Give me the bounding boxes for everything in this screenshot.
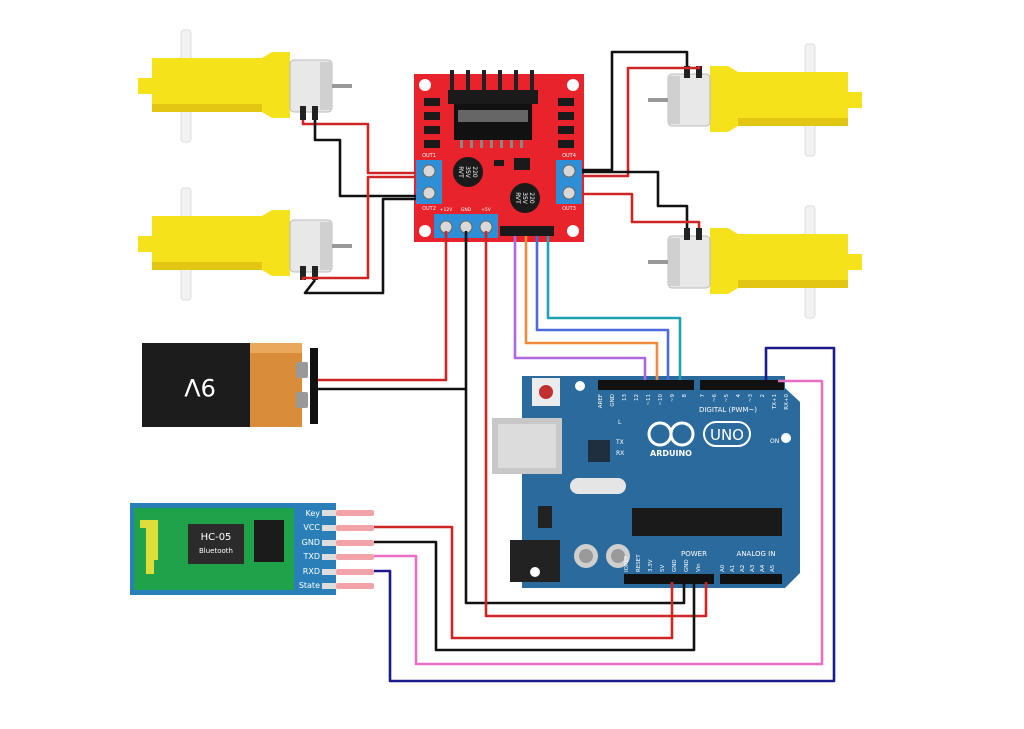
power-pin-labels: IOREF RESET 3.3V 5V GND GND Vin: [624, 554, 702, 572]
analog-pin-5: A5: [770, 564, 776, 572]
power-pin-4: GND: [672, 559, 678, 572]
wire-hc05-gnd: [374, 540, 696, 652]
cap1-line3: RVT: [457, 166, 464, 178]
digital-pin-5: ~10: [658, 394, 664, 406]
wire-motor-bl-black: [303, 197, 416, 295]
digital-pin-12: ~3: [748, 394, 754, 403]
l298n-driver: 220 35V RVT 220 35V RVT OUT1 OUT2 OUT4 O…: [414, 70, 584, 242]
out2-label: OUT2: [422, 206, 436, 212]
digital-label: DIGITAL (PWM~): [699, 406, 757, 414]
power-pin-0: IOREF: [624, 556, 630, 572]
hc05-pin-gnd: GND: [302, 538, 320, 547]
out1-label: OUT1: [422, 153, 436, 159]
hc05-pin-vcc: VCC: [303, 523, 320, 532]
wire-motor-bl-red: [301, 175, 416, 280]
hc05-pin-key: Key: [305, 509, 320, 518]
digital-pin-13: 2: [760, 394, 766, 398]
battery-9v: 9V: [142, 343, 318, 427]
digital-pin-9: ~6: [712, 394, 718, 403]
arduino-brand: ARDUINO: [650, 449, 692, 458]
hc05-pin-rxd: RXD: [303, 567, 320, 576]
power-pin-6: Vin: [696, 563, 702, 572]
wire-hc05-rxd: [374, 346, 836, 683]
digital-pin-4: ~11: [646, 394, 652, 406]
analog-pin-3: A3: [750, 564, 756, 572]
cap1-line2: 35V: [464, 166, 471, 179]
wire-motor-tl-red: [301, 120, 416, 175]
power-pin-5: GND: [684, 559, 690, 572]
out4-label: OUT4: [562, 153, 576, 159]
gnd-label: GND: [461, 207, 472, 213]
digital-pin-8: 7: [700, 394, 706, 398]
digital-pin-1: GND: [610, 394, 616, 407]
power-pin-3: 5V: [660, 565, 666, 572]
wire-hc05-vcc: [374, 525, 674, 640]
wire-in4-teal: [546, 236, 682, 380]
power-label: POWER: [681, 550, 707, 558]
analog-pin-labels: A0 A1 A2 A3 A4 A5: [720, 564, 776, 572]
digital-pin-labels: AREF GND 13 12 ~11 ~10 ~9 8 7 ~6 ~5 4 ~3 2 TX+1 RX+0: [598, 394, 790, 411]
led-tx: TX: [615, 439, 624, 446]
led-l: L: [618, 419, 622, 426]
analog-pin-0: A0: [720, 564, 726, 572]
hc05-subtitle: Bluetooth: [199, 547, 233, 555]
motor-bottom-left: [138, 187, 352, 301]
wire-in3-blue: [535, 236, 670, 380]
analog-pin-4: A4: [760, 564, 766, 572]
cap2-line1: 220: [528, 192, 535, 204]
wires: [301, 50, 836, 683]
power-pin-1: RESET: [636, 554, 642, 572]
wire-motor-tr-black: [582, 50, 689, 172]
digital-pin-3: 12: [634, 394, 640, 401]
cap1-line1: 220: [471, 166, 478, 178]
motor-top-right: [648, 43, 862, 157]
hc05-module: HC-05 Bluetooth Key VCC GND TXD RXD Stat…: [130, 503, 374, 595]
analog-pin-1: A1: [730, 565, 736, 572]
cap2-line2: 35V: [521, 192, 528, 205]
wire-battery-red: [318, 231, 448, 382]
wire-driver-5v-arduino: [484, 231, 708, 618]
v5-label: +5V: [481, 207, 492, 213]
led-rx: RX: [616, 450, 624, 457]
analog-label: ANALOG IN: [737, 550, 776, 558]
digital-pin-0: AREF: [598, 394, 604, 408]
digital-pin-2: 13: [622, 394, 628, 401]
digital-pin-14: TX+1: [772, 394, 778, 410]
wire-motor-tr-red: [582, 66, 701, 178]
analog-pin-2: A2: [740, 565, 746, 572]
hc05-pin-txd: TXD: [302, 552, 320, 561]
digital-pin-15: RX+0: [784, 394, 790, 410]
wire-in2-orange: [524, 236, 659, 380]
v12-label: +12V: [440, 207, 453, 213]
wire-in1-purple: [513, 236, 647, 380]
wire-motor-br-black: [582, 170, 689, 228]
out3-label: OUT3: [562, 206, 576, 212]
arduino-uno: UNO ARDUINO DIGITAL (PWM~) POWER ANALOG …: [492, 376, 800, 588]
wire-motor-br-red: [582, 192, 701, 228]
digital-pin-10: ~5: [724, 394, 730, 403]
arduino-model: UNO: [710, 426, 744, 444]
digital-pin-11: 4: [736, 394, 742, 398]
hc05-title: HC-05: [201, 532, 232, 543]
digital-pin-7: 8: [682, 394, 688, 398]
wire-motor-tl-black: [313, 120, 416, 198]
wire-hc05-txd: [374, 379, 824, 666]
battery-label: 9V: [184, 373, 216, 401]
cap2-line3: RVT: [514, 192, 521, 204]
motor-bottom-right: [648, 205, 862, 319]
wire-battery-black: [318, 231, 468, 391]
wire-driver-gnd-arduino: [464, 389, 686, 605]
digital-pin-6: ~9: [670, 394, 676, 403]
motor-top-left: [138, 29, 352, 143]
hc05-pin-state: State: [299, 581, 320, 590]
power-pin-2: 3.3V: [648, 559, 654, 572]
led-on: ON: [770, 438, 779, 445]
